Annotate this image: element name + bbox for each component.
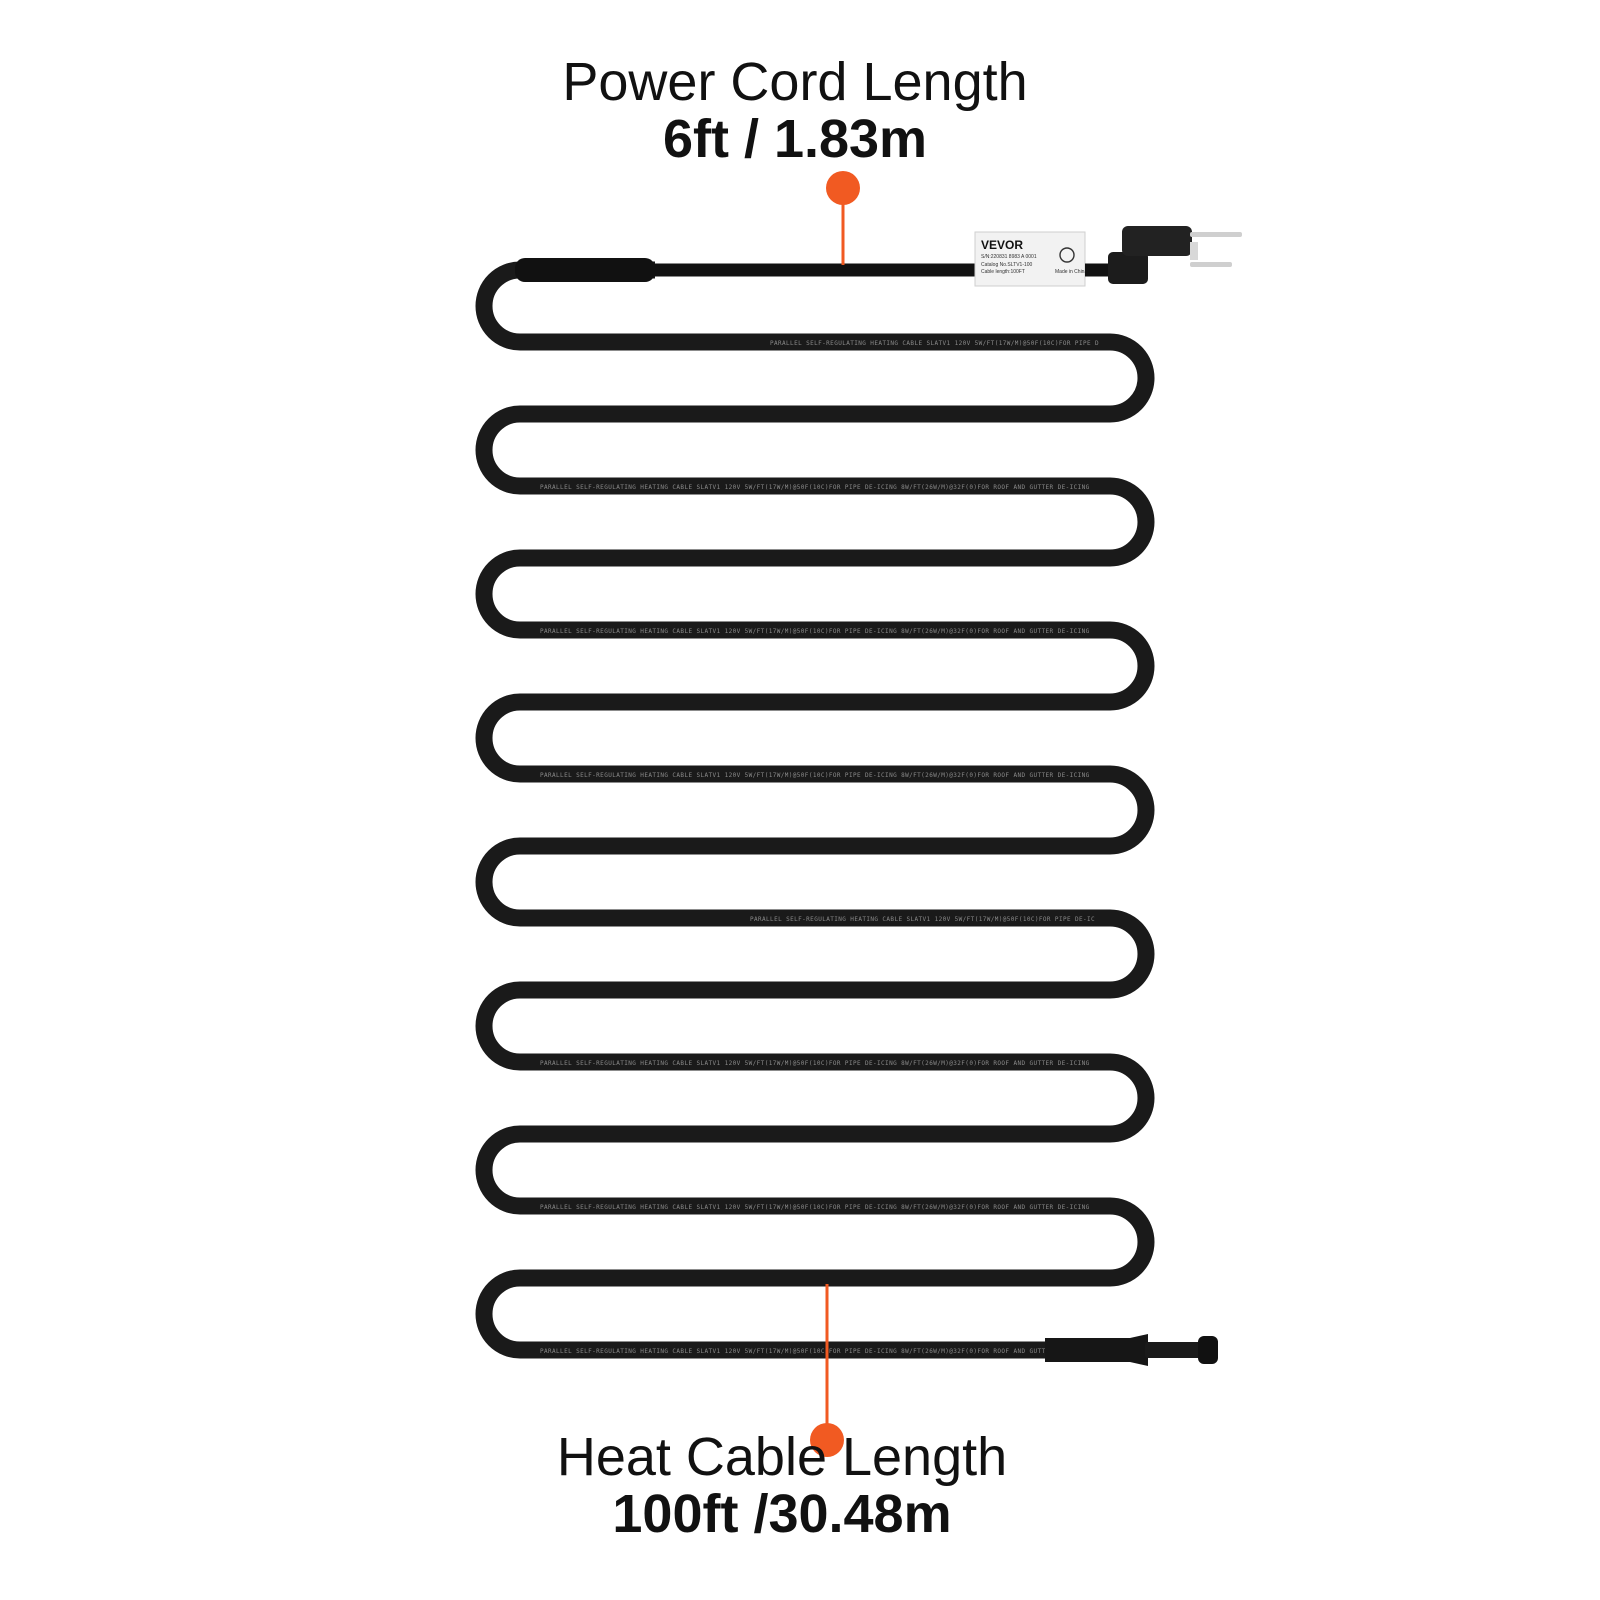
certification-mark-icon [1059,247,1075,263]
heat-cable-length-value: 100ft /30.48m [612,1484,952,1544]
power-plug-icon [1085,226,1242,284]
cable-print-text: PARALLEL SELF-REGULATING HEATING CABLE S… [750,916,1095,923]
label-cable-length: Cable length:100FT [981,269,1025,275]
label-made-in: Made in China [1055,269,1087,275]
product-label: VEVOR S/N:220831 8983 A 0001 Catalog No.… [974,231,1087,287]
heat-cable [475,261,1155,1359]
cable-print-text: PARALLEL SELF-REGULATING HEATING CABLE S… [770,340,1099,347]
heat-cable-length-title: Heat Cable Length [556,1427,1008,1487]
cable-print-text: PARALLEL SELF-REGULATING HEATING CABLE S… [540,1060,1090,1067]
cable-print-text: PARALLEL SELF-REGULATING HEATING CABLE S… [540,1348,1090,1355]
heat-cable-callout-pointer [810,1284,844,1457]
cable-print-group: PARALLEL SELF-REGULATING HEATING CABLE S… [540,340,1099,1355]
splice-sleeve [515,258,655,282]
cable-print-text: PARALLEL SELF-REGULATING HEATING CABLE S… [540,772,1090,779]
label-brand: VEVOR [981,238,1023,252]
power-cord-length-title: Power Cord Length [562,52,1028,112]
power-cord-callout-pointer [826,171,860,265]
power-cord-length-value: 6ft / 1.83m [662,109,928,169]
end-cap [1045,1334,1218,1366]
cable-print-text: PARALLEL SELF-REGULATING HEATING CABLE S… [540,1204,1090,1211]
cable-print-text: PARALLEL SELF-REGULATING HEATING CABLE S… [540,628,1090,635]
label-catalog: Catalog No.SLTV1-100 [981,262,1033,268]
cable-print-text: PARALLEL SELF-REGULATING HEATING CABLE S… [540,484,1090,491]
label-serial: S/N:220831 8983 A 0001 [981,254,1037,260]
